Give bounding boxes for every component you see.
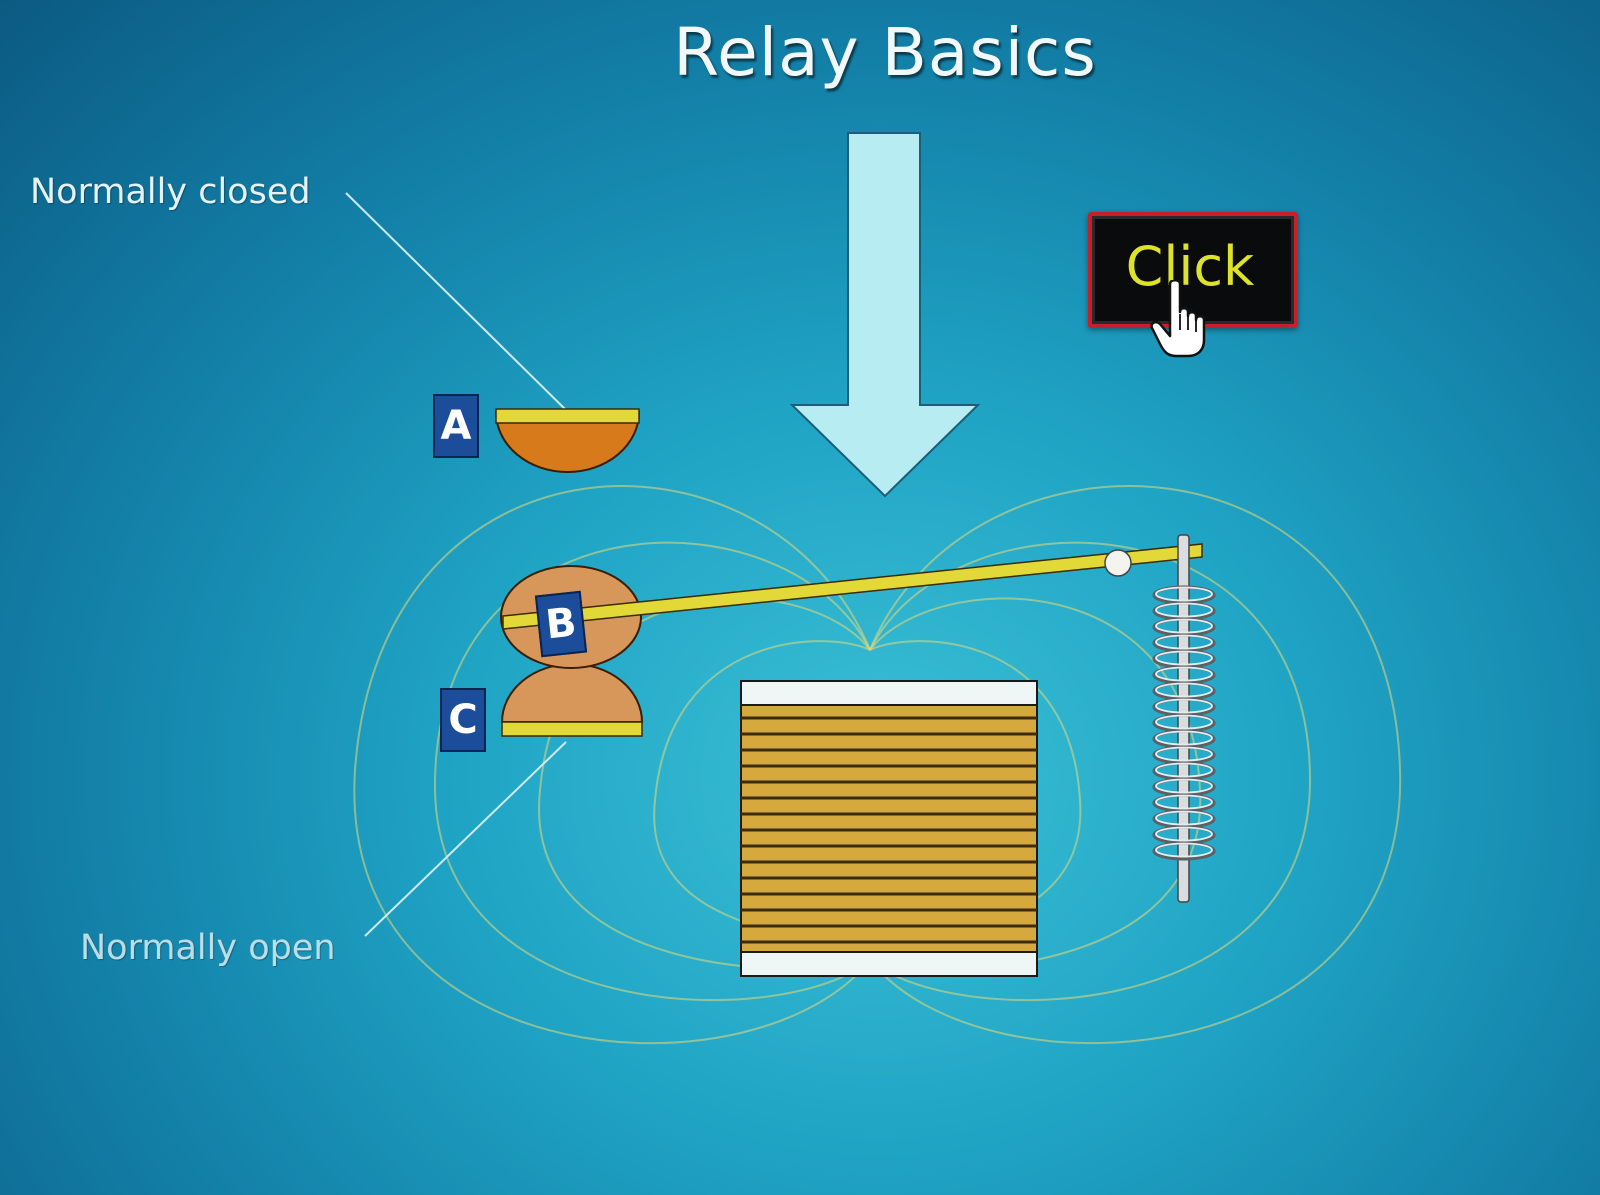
click-button-label: Click [1125,234,1255,298]
contact-c-badge: C [440,688,486,752]
contact-a-normally-closed [494,408,641,473]
normally-closed-leader-line [345,192,569,413]
normally-open-label: Normally open [80,928,336,968]
contact-b-badge: B [534,590,588,658]
click-button[interactable]: Click [1088,212,1298,328]
hand-pointer-icon [1150,280,1206,358]
normally-open-leader-line [364,741,567,937]
normally-closed-label: Normally closed [30,172,311,212]
return-spring [1152,534,1216,903]
down-arrow-icon [789,132,981,498]
page-title: Relay Basics [673,14,1097,91]
contact-b-armature [500,543,1203,669]
contact-a-badge: A [433,394,479,458]
electromagnet-coil [740,680,1038,977]
contact-c-normally-open [500,663,644,737]
